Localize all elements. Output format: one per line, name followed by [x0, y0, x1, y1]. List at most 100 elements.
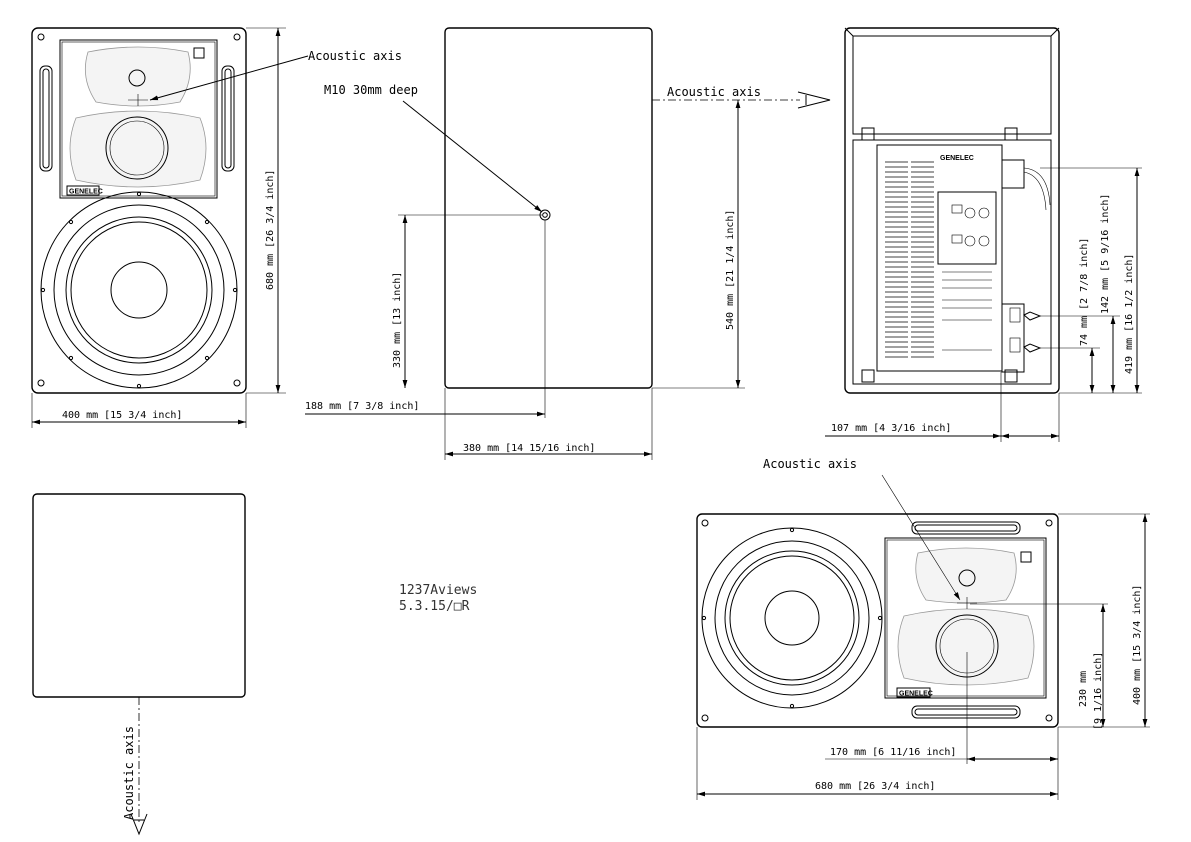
input-connector-block [1001, 303, 1025, 373]
switch [951, 204, 963, 214]
brand-logo-front: GENELEC [69, 189, 103, 196]
rear-dim-107: 107 mm [4 3/16 inch] [831, 423, 951, 434]
top-axis-arrowhead [130, 813, 148, 836]
switch-knob [978, 207, 990, 219]
handle-right [221, 65, 235, 172]
woofer-screw [204, 219, 210, 225]
tweeter [958, 569, 976, 587]
tweeter-waveguide [915, 547, 1017, 604]
woofer-screw [136, 383, 142, 389]
mount-height-dim: 330 mm [13 inch] [392, 272, 403, 368]
led-indicator [193, 47, 205, 59]
mount-leader [402, 100, 543, 213]
corner-screw [1045, 714, 1053, 722]
corner-screw [233, 379, 241, 387]
woofer-frame [701, 527, 883, 709]
brand-logo-horizontal: GENELEC [899, 691, 933, 698]
woofer-screw [40, 287, 46, 293]
handle-right-inner [224, 68, 232, 169]
rear-dim-142: 142 mm [5 9/16 inch] [1100, 194, 1111, 314]
front-width-dim: 400 mm [15 3/4 inch] [62, 410, 182, 421]
front-view: GENELEC Acoustic axis 680 mm [26 3/4 inc… [31, 27, 402, 428]
horizontal-axis-label: Acoustic axis [763, 457, 857, 471]
mount-offset-dim: 188 mm [7 3/8 inch] [305, 401, 419, 412]
woofer-surround-outer [65, 216, 213, 364]
horizontal-dim-230-mm: 230 mm [1078, 671, 1089, 707]
drawing-id: 1237Aviews [399, 583, 477, 598]
driver-plate-inner [886, 539, 1045, 697]
woofer-dustcap [764, 590, 820, 646]
midrange-cone [109, 120, 165, 176]
side-axis-label: Acoustic axis [667, 85, 761, 99]
handle-bottom [911, 705, 1021, 719]
power-cable [1023, 167, 1051, 206]
woofer-screw [701, 615, 707, 621]
woofer-screw [68, 219, 74, 225]
handle-left-inner [42, 68, 50, 169]
corner-screw [37, 379, 45, 387]
axis-height-dim: 540 mm [21 1/4 inch] [725, 210, 736, 330]
horizontal-height-dim: 400 mm [15 3/4 inch] [1132, 585, 1143, 705]
rear-recess [852, 35, 1052, 135]
rear-dim-74: 74 mm [2 7/8 inch] [1079, 238, 1090, 346]
recess-corner [1050, 27, 1060, 37]
woofer-surround-inner [729, 555, 855, 681]
front-cabinet-outline [31, 27, 247, 394]
mount-label: M10 30mm deep [324, 83, 418, 97]
rear-view: GENELEC 74 mm [2 7/8 inch] 142 mm [5 9/1… [825, 27, 1142, 442]
heatsink-plate [876, 144, 1003, 372]
handle-top-inner [914, 524, 1018, 532]
woofer-screw [877, 615, 883, 621]
woofer-surround-outer [724, 550, 860, 686]
foot [861, 369, 875, 383]
rear-dim-419: 419 mm [16 1/2 inch] [1124, 254, 1135, 374]
driver-plate [884, 537, 1047, 699]
midrange-waveguide [897, 608, 1035, 686]
drawing-revision: 5.3.15/□R [399, 599, 470, 614]
side-cabinet-outline [444, 27, 653, 389]
woofer-ring [53, 204, 225, 376]
top-view: Acoustic axis [32, 493, 246, 836]
switch-knob [964, 207, 976, 219]
dip-switch-panel [937, 191, 997, 265]
xlr-input [1009, 307, 1021, 323]
handle-top [911, 521, 1021, 535]
horizontal-width-dim: 680 mm [26 3/4 inch] [815, 781, 935, 792]
handle-bottom-inner [914, 708, 1018, 716]
xlr-input [1009, 337, 1021, 353]
switch-knob [964, 235, 976, 247]
horizontal-view: GENELEC Acoustic axis 230 mm [9 1/16 inc… [696, 457, 1150, 800]
horizontal-cabinet-outline [696, 513, 1059, 728]
woofer-screw [789, 703, 795, 709]
foot [1004, 369, 1018, 383]
xlr-plug [1023, 311, 1042, 321]
tweeter [128, 69, 146, 87]
corner-screw [701, 714, 709, 722]
corner-screw [37, 33, 45, 41]
top-cabinet-outline [32, 493, 246, 698]
switch-knob [978, 235, 990, 247]
midrange-surround [105, 116, 169, 180]
front-axis-leader [149, 55, 309, 101]
woofer-screw [232, 287, 238, 293]
woofer-screw [68, 355, 74, 361]
corner-screw [701, 519, 709, 527]
mount-hole-inner [542, 212, 548, 218]
woofer-screw [789, 527, 795, 533]
woofer-surround-inner [70, 221, 208, 359]
side-depth-dim: 380 mm [14 15/16 inch] [463, 443, 595, 454]
handle-left [39, 65, 53, 172]
front-axis-label: Acoustic axis [308, 49, 402, 63]
side-view: M10 30mm deep 330 mm [13 inch] 188 mm [7… [305, 27, 831, 460]
woofer-dustcap [110, 261, 168, 319]
horizontal-axis-leader [881, 474, 961, 601]
amp-panel [852, 139, 1052, 385]
top-axis-label: Acoustic axis [122, 726, 136, 820]
brand-badge [896, 687, 931, 698]
horizontal-dim-230-inch: [9 1/16 inch] [1093, 652, 1104, 730]
power-cable [1023, 171, 1047, 211]
recess-corner [844, 27, 854, 37]
woofer-ring [714, 540, 870, 696]
switch [951, 234, 963, 244]
